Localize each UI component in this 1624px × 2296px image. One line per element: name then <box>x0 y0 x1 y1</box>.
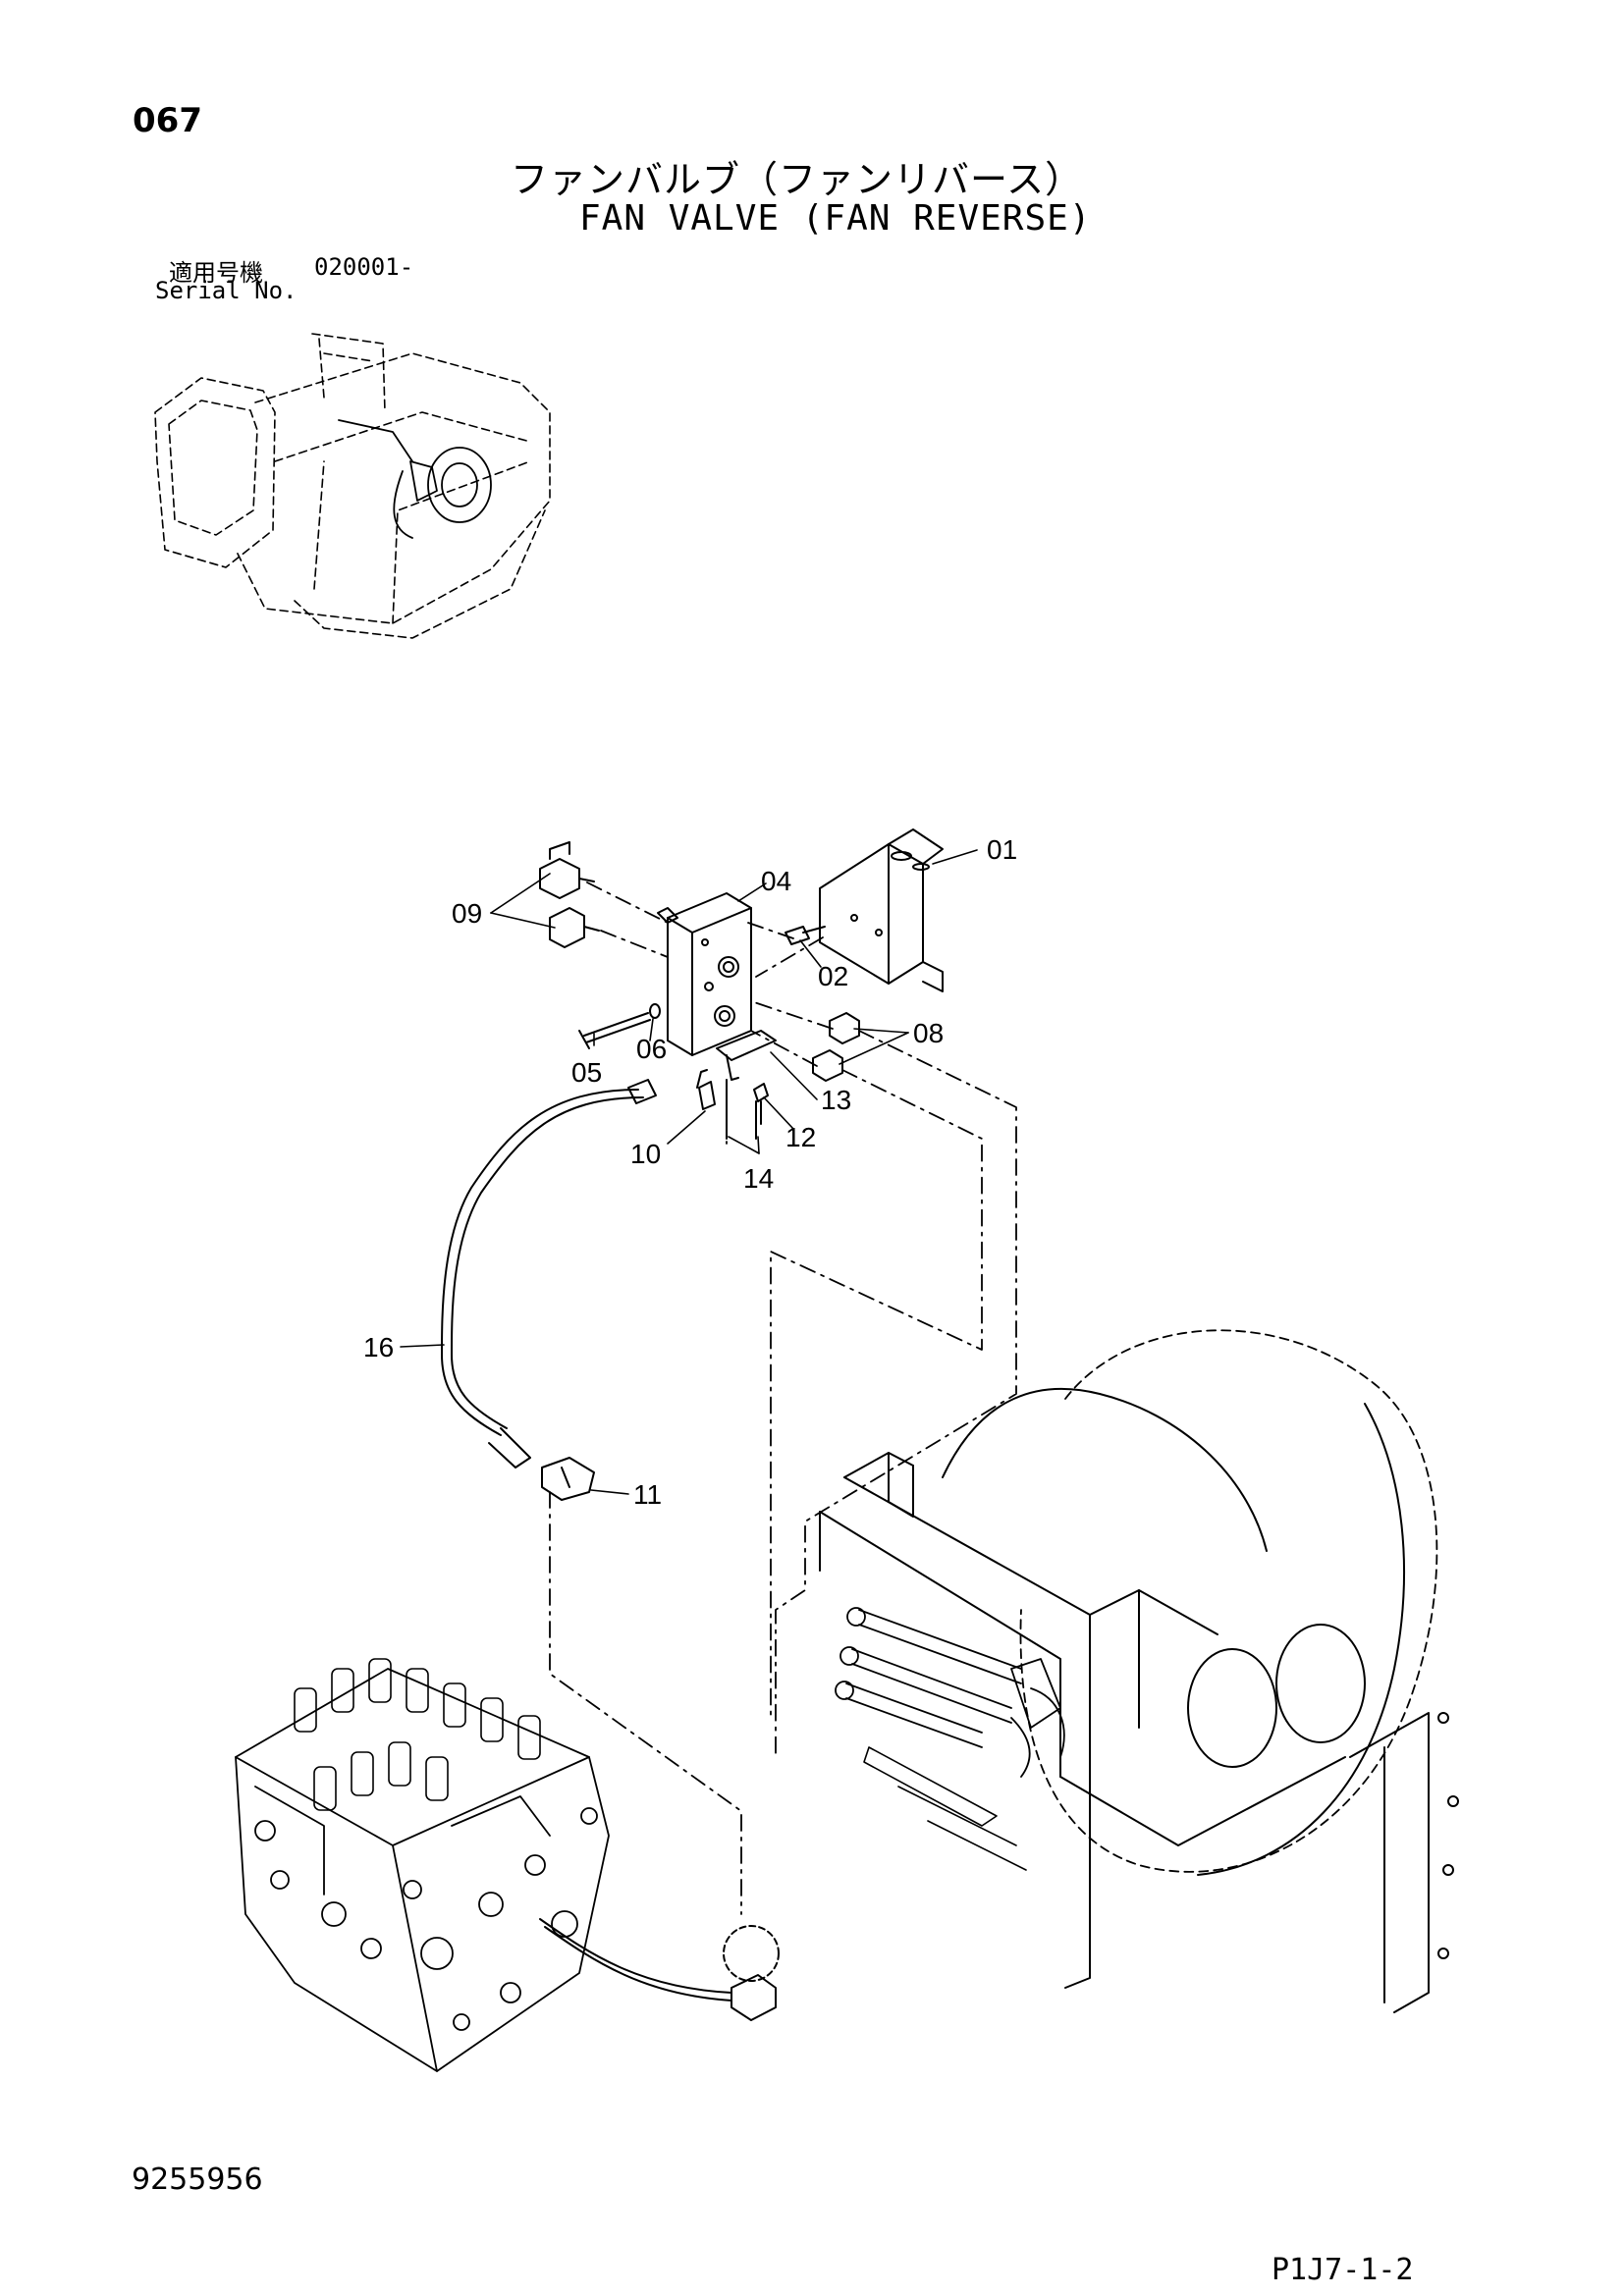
document-number: 9255956 <box>132 2163 263 2197</box>
fitting-09-a <box>539 841 595 899</box>
callout-16: 16 <box>363 1332 394 1362</box>
bolt-02 <box>785 926 826 945</box>
screw-12 <box>753 1083 769 1125</box>
callout-09: 09 <box>452 898 482 929</box>
valve-block-04 <box>657 892 752 1056</box>
callout-08: 08 <box>913 1018 944 1048</box>
control-valve-block <box>235 1658 610 2072</box>
callout-05: 05 <box>571 1057 602 1088</box>
routing-dashed-lines <box>549 881 1017 1915</box>
callout-12: 12 <box>785 1122 816 1152</box>
bolt-05 <box>578 1012 651 1049</box>
page-number: 067 <box>133 101 202 140</box>
serial-code: 020001- <box>314 253 414 281</box>
leader-lines <box>400 849 978 1495</box>
callout-11: 11 <box>633 1479 662 1510</box>
callout-02: 02 <box>818 961 848 991</box>
fan-tubes <box>835 1607 1065 1778</box>
machine-overview-inset <box>154 333 551 639</box>
callout-06: 06 <box>636 1034 667 1064</box>
callout-04: 04 <box>761 866 791 896</box>
serial-label-english: Serial No. <box>155 277 298 304</box>
fitting-09-b <box>549 907 600 948</box>
callout-13: 13 <box>821 1085 851 1115</box>
callout-10: 10 <box>630 1139 661 1169</box>
inset-fan-detail <box>338 419 492 539</box>
title-japanese: ファンバルブ（ファンリバース） <box>511 158 1084 201</box>
pressure-sensor <box>539 1918 780 2021</box>
fitting-08-b <box>812 1049 843 1082</box>
adapter-10 <box>696 1069 716 1110</box>
callout-01: 01 <box>987 834 1017 865</box>
serial-label-japanese: 適用号機 <box>169 259 263 287</box>
callout-14: 14 <box>743 1163 774 1194</box>
fan-shroud <box>942 1329 1438 1876</box>
fitting-08-a <box>829 1012 860 1044</box>
sheet-id: P1J7-1-2 <box>1272 2253 1414 2287</box>
bolt-14 <box>726 1079 757 1140</box>
hose-16 <box>441 1079 657 1468</box>
bracket-01 <box>819 828 944 992</box>
washer-06 <box>649 1003 661 1019</box>
fan-mount-rails <box>863 1746 1027 1871</box>
title-english: FAN VALVE (FAN REVERSE) <box>579 198 1092 239</box>
fan-frame <box>819 1452 1459 2013</box>
plate-13 <box>716 1030 777 1081</box>
connector-11 <box>541 1457 595 1501</box>
